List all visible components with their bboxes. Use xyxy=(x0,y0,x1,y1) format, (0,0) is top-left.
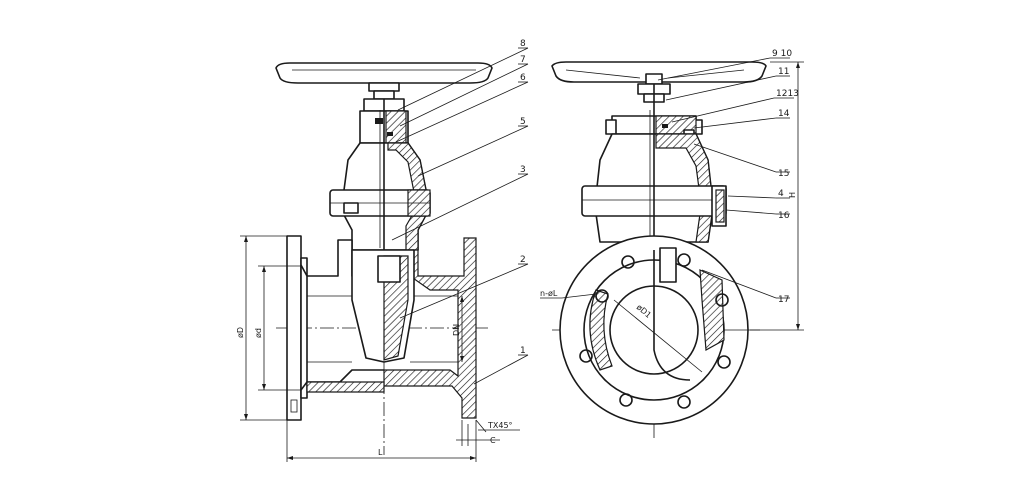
part-label-12-13: 1213 xyxy=(776,89,799,99)
side-section-view xyxy=(240,47,529,462)
dimension-DN-label: DN xyxy=(452,324,461,336)
valve-body xyxy=(286,235,477,421)
part-label-7: 7 xyxy=(520,55,526,65)
handwheel-end xyxy=(551,61,767,103)
leader-lines-right xyxy=(540,57,794,299)
end-flange xyxy=(559,235,749,425)
part-label-8: 8 xyxy=(520,39,526,49)
part-label-1: 1 xyxy=(520,346,526,356)
part-label-2: 2 xyxy=(520,255,526,265)
leader-lines-left xyxy=(391,47,529,385)
dimension-d-label: ød xyxy=(254,328,263,338)
part-label-17: 17 xyxy=(778,295,789,305)
dimension-H-label: H xyxy=(788,192,797,198)
dimension-L-label: L xyxy=(378,448,383,457)
dimension-D-label: øD xyxy=(236,327,245,338)
part-label-16: 16 xyxy=(778,211,790,221)
dimension-lines-left xyxy=(240,235,520,462)
part-label-6: 6 xyxy=(520,73,526,83)
end-view xyxy=(540,57,804,440)
part-label-14: 14 xyxy=(778,109,790,119)
dimension-T-label: TX45° xyxy=(487,421,513,430)
part-label-4: 4 xyxy=(778,189,784,199)
part-label-11: 11 xyxy=(778,67,789,77)
dimension-H xyxy=(724,61,804,331)
dimension-nL-label: n-øL xyxy=(540,289,558,298)
part-label-3: 3 xyxy=(520,165,526,175)
part-label-15: 15 xyxy=(778,169,789,179)
part-label-9-10: 9 10 xyxy=(772,49,792,59)
part-label-5: 5 xyxy=(520,117,526,127)
dimension-C-label: C xyxy=(490,436,496,445)
handwheel xyxy=(275,62,493,100)
